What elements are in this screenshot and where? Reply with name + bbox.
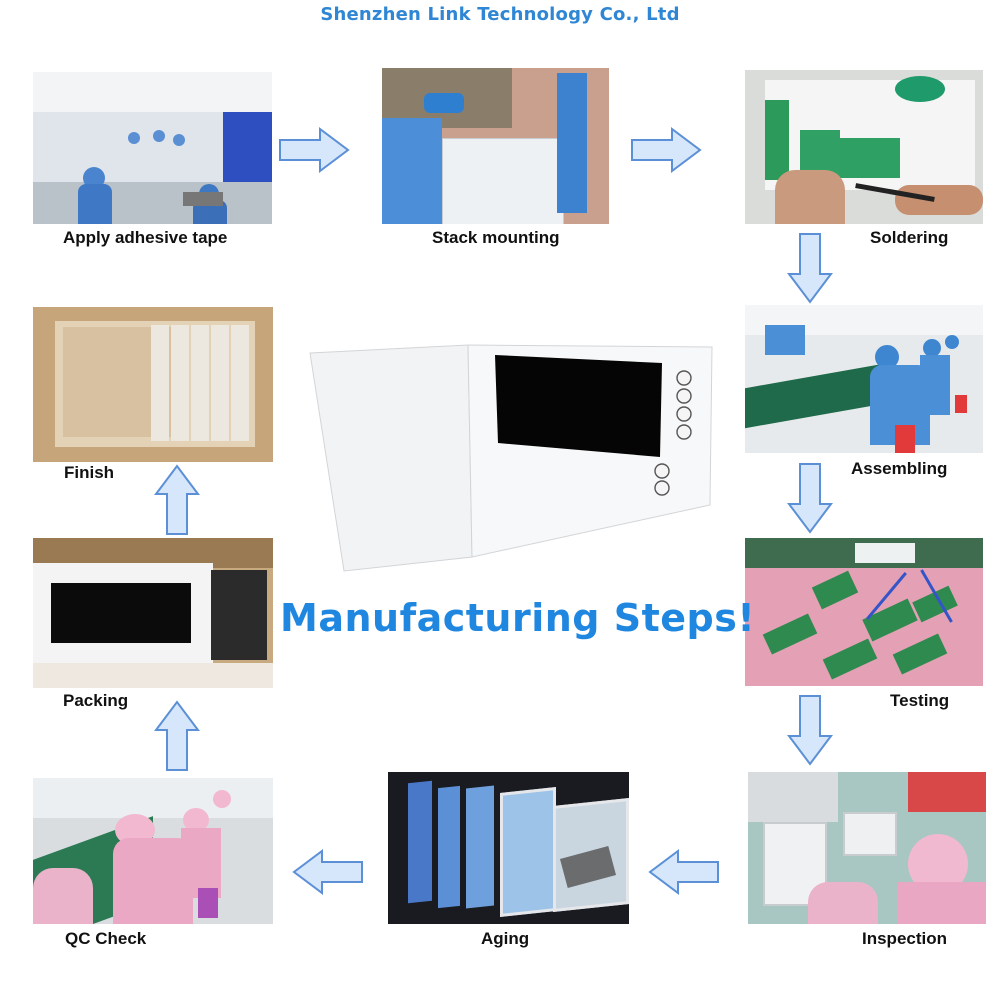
photo-soldering — [745, 70, 983, 224]
caption-aging: Aging — [481, 929, 530, 948]
headline: Manufacturing Steps! — [280, 596, 756, 640]
caption-soldering: Soldering — [870, 228, 949, 247]
arrow-icon — [153, 464, 201, 536]
caption-testing: Testing — [890, 691, 950, 710]
arrow-icon — [786, 694, 834, 766]
video-brochure-icon — [300, 335, 720, 575]
photo-assembling — [745, 305, 983, 453]
photo-apply-adhesive-tape — [33, 72, 272, 224]
caption-qc-check: QC Check — [65, 929, 147, 948]
arrow-icon — [786, 232, 834, 304]
caption-assembling: Assembling — [851, 459, 948, 478]
photo-aging — [388, 772, 629, 924]
photo-qc-check — [33, 778, 273, 924]
caption-apply-adhesive-tape: Apply adhesive tape — [63, 228, 228, 247]
caption-stack-mounting: Stack mounting — [432, 228, 560, 247]
photo-finish — [33, 307, 273, 462]
arrow-icon — [648, 848, 720, 896]
arrow-icon — [630, 126, 702, 174]
caption-packing: Packing — [63, 691, 129, 710]
photo-packing — [33, 538, 273, 688]
caption-inspection: Inspection — [862, 929, 948, 948]
caption-finish: Finish — [64, 463, 115, 482]
arrow-icon — [153, 700, 201, 772]
arrow-icon — [292, 848, 364, 896]
arrow-icon — [278, 126, 350, 174]
arrow-icon — [786, 462, 834, 534]
photo-stack-mounting — [382, 68, 609, 224]
photo-inspection — [748, 772, 986, 924]
photo-testing — [745, 538, 983, 686]
company-title: Shenzhen Link Technology Co., Ltd — [320, 4, 680, 25]
